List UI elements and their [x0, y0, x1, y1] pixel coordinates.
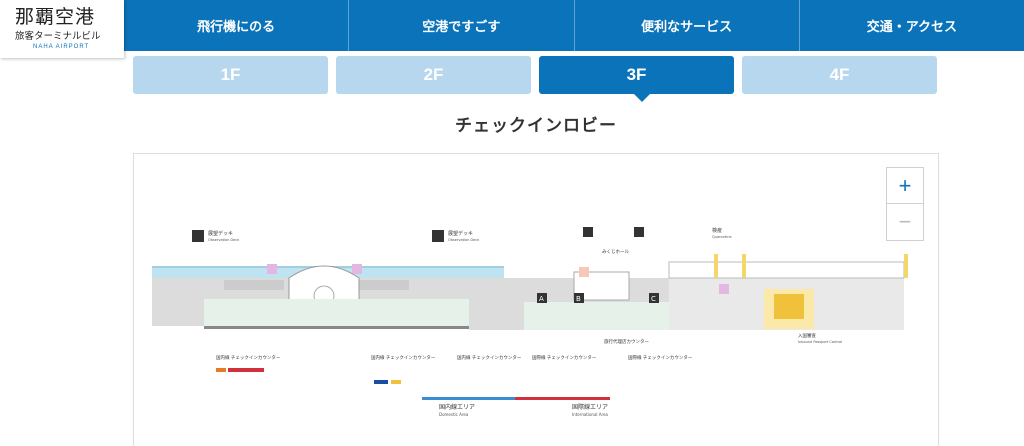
section-title: チェックインロビー — [455, 116, 617, 136]
floor-tab-1f[interactable]: 1F — [133, 56, 328, 94]
quarantine-jp: 検疫 — [712, 227, 722, 234]
international-legend-bar — [515, 397, 610, 400]
lobby-left — [204, 299, 469, 329]
domestic-legend-bar — [422, 397, 515, 400]
counter-5-label: 国際線 チェックインカウンター — [628, 354, 693, 361]
restaurant-icon-2 — [634, 227, 644, 237]
deck-icon-left — [192, 230, 204, 242]
airline-logo-2 — [228, 368, 264, 372]
main-nav: 飛行機にのる 空港ですごす 便利なサービス 交通・アクセス — [124, 0, 1024, 51]
gate-a-label: A — [539, 295, 544, 303]
floor-tab-2f[interactable]: 2F — [336, 56, 531, 94]
pink-room-2 — [352, 264, 362, 274]
active-tab-arrow — [634, 94, 650, 102]
upper-right-wing — [668, 261, 905, 279]
immigration-booth — [774, 294, 804, 319]
gate-c-marker — [649, 293, 659, 303]
shop-box — [579, 267, 589, 277]
site-logo[interactable]: 那覇空港 旅客ターミナルビル NAHA AIRPORT — [0, 0, 124, 58]
airline-logo-3 — [374, 380, 388, 384]
counter-1-label: 国内線 チェックインカウンター — [216, 354, 281, 361]
floor-tab-4f[interactable]: 4F — [742, 56, 937, 94]
lobby-middle — [524, 302, 669, 330]
gate-b-marker — [574, 293, 584, 303]
nav-item-spend-time[interactable]: 空港ですごす — [348, 0, 573, 51]
rotunda — [288, 265, 360, 305]
logo-english: NAHA AIRPORT — [33, 44, 90, 50]
pink-room-3 — [719, 284, 729, 294]
domestic-area-jp: 国内線エリア — [439, 403, 475, 411]
nav-item-services[interactable]: 便利なサービス — [573, 0, 799, 51]
counter-line-left — [204, 326, 469, 329]
immigration-en: Inbound Passport Control — [798, 340, 842, 344]
floor-tab-3f[interactable]: 3F — [539, 56, 734, 102]
floor-tab-3f-label: 3F — [626, 65, 647, 84]
zoom-out-button[interactable]: − — [898, 209, 912, 234]
logo-subtitle: 旅客ターミナルビル — [15, 31, 101, 42]
restaurant-icon-1 — [583, 227, 593, 237]
counter-2-label: 国内線 チェックインカウンター — [371, 354, 436, 361]
logo-title: 那覇空港 — [15, 6, 96, 28]
zoom-control: + − — [886, 167, 924, 241]
international-area-en: International Area — [572, 412, 609, 417]
airline-logo-4 — [391, 380, 401, 384]
tour-counter-label: 旅行代理店カウンター — [604, 338, 649, 345]
gate-a-marker — [537, 293, 547, 303]
floor-map-svg: 展望デッキ Observation Deck 展望デッキ Observation… — [152, 227, 908, 417]
counter-3-label: 国内線 チェックインカウンター — [457, 354, 522, 361]
site-header: 飛行機にのる 空港ですごす 便利なサービス 交通・アクセス — [0, 0, 1024, 51]
deck-right-en: Observation Deck — [448, 238, 480, 242]
immigration-jp: 入国審査 — [798, 332, 816, 339]
airline-logo-1 — [216, 368, 226, 372]
zoom-in-button[interactable]: + — [887, 168, 923, 204]
gate-b-label: B — [576, 295, 581, 303]
nav-item-access[interactable]: 交通・アクセス — [798, 0, 1024, 51]
block-b — [359, 280, 409, 290]
yellow-col-3 — [904, 254, 908, 278]
yellow-col-1 — [714, 254, 718, 278]
floor-map[interactable]: 展望デッキ Observation Deck 展望デッキ Observation… — [133, 153, 939, 446]
domestic-area-en: Domestic Area — [439, 412, 469, 417]
counter-4-label: 国際線 チェックインカウンター — [532, 354, 597, 361]
block-a — [224, 280, 284, 290]
international-area-jp: 国際線エリア — [572, 403, 608, 411]
quarantine-en: Quarantine — [712, 235, 732, 239]
gate-c-label: C — [651, 295, 656, 303]
yellow-col-2 — [742, 254, 746, 278]
nav-item-boarding[interactable]: 飛行機にのる — [197, 20, 276, 35]
floor-tabs: 1F 2F 3F 4F — [133, 56, 939, 102]
pink-room-1 — [267, 264, 277, 274]
deck-left-jp: 展望デッキ — [208, 230, 233, 237]
mikuji-hall-label: みくじホール — [602, 249, 629, 255]
deck-left-en: Observation Deck — [208, 238, 240, 242]
deck-right-jp: 展望デッキ — [448, 230, 473, 237]
deck-icon-right — [432, 230, 444, 242]
